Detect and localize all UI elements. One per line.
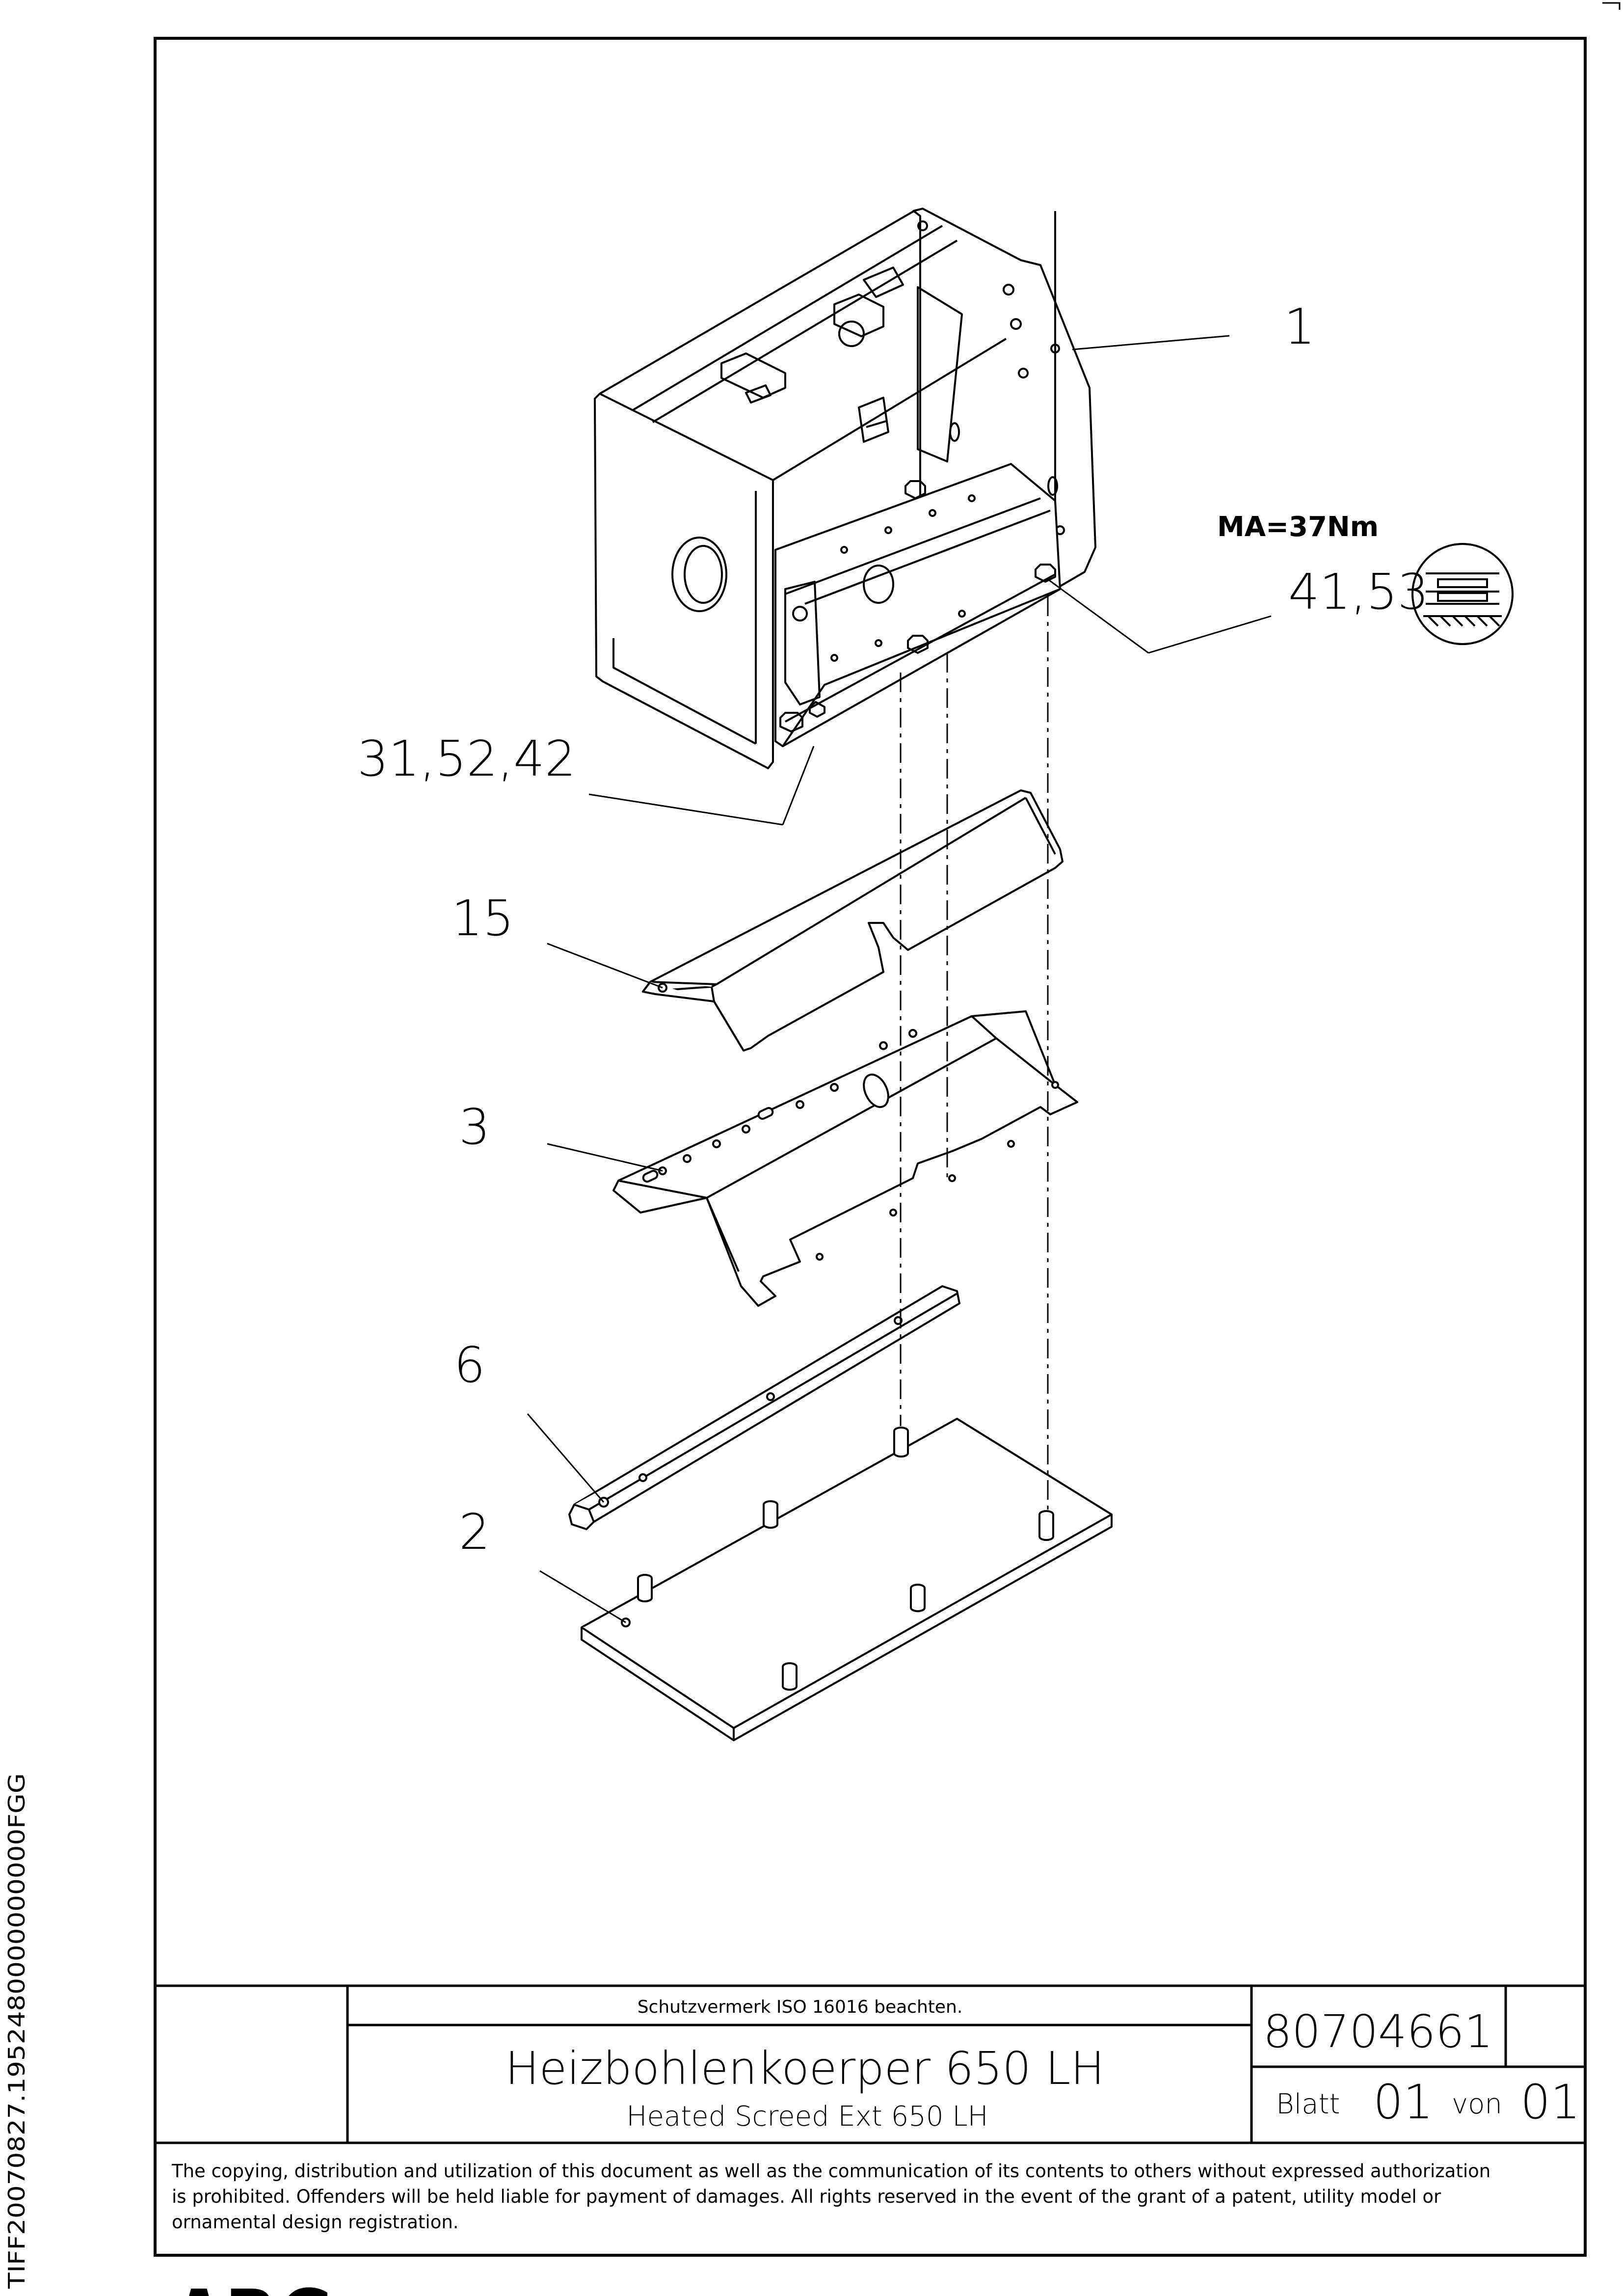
torque-washer-symbol bbox=[1411, 543, 1514, 645]
torque-value: MA=37Nm bbox=[1217, 511, 1379, 543]
protection-note: Schutzvermerk ISO 16016 beachten. bbox=[638, 1997, 963, 2017]
company-logo: ABG bbox=[172, 2269, 333, 2296]
callout-labels: 1 MA=37Nm 41,53 31,52,42 15 3 6 2 bbox=[357, 298, 1429, 1561]
title-block-text: ABG Schutzvermerk ISO 16016 beachten. He… bbox=[172, 1997, 1580, 2296]
part-1-frame-housing bbox=[594, 208, 1096, 769]
title-english: Heated Screed Ext 650 LH bbox=[626, 2101, 988, 2133]
copyright-note: The copying, distribution and utilizatio… bbox=[171, 2161, 1490, 2233]
of-label: von bbox=[1452, 2088, 1502, 2120]
callout-15: 15 bbox=[452, 890, 514, 947]
part-6-angle-profile bbox=[568, 1285, 960, 1530]
title-block bbox=[155, 1984, 1585, 2144]
copyright-line-2: is prohibited. Offenders will be held li… bbox=[172, 2186, 1441, 2207]
callout-1: 1 bbox=[1284, 298, 1315, 355]
callout-41-53: 41,53 bbox=[1288, 563, 1429, 621]
part-3-base-plate bbox=[612, 1010, 1078, 1307]
sheet-total: 01 bbox=[1520, 2075, 1580, 2130]
copyright-line-3: ornamental design registration. bbox=[172, 2212, 459, 2233]
drawing-number: 80704661 bbox=[1263, 2005, 1493, 2058]
heating-plate-studs bbox=[637, 1427, 1054, 1691]
callout-3: 3 bbox=[459, 1098, 490, 1156]
sheet-label: Blatt bbox=[1276, 2088, 1340, 2120]
part-2-heating-plate bbox=[581, 1418, 1113, 1741]
corner-mark bbox=[1602, 2, 1621, 10]
sheet-frame bbox=[154, 37, 1587, 2257]
title-german: Heizbohlenkoerper 650 LH bbox=[505, 2042, 1104, 2095]
leader-lines bbox=[527, 335, 1272, 1623]
sheet-number: 01 bbox=[1373, 2075, 1433, 2130]
side-file-id: TIFF20070827.1952480000000000FGG bbox=[3, 1773, 30, 2289]
copyright-line-1: The copying, distribution and utilizatio… bbox=[171, 2161, 1490, 2182]
callout-6: 6 bbox=[454, 1336, 485, 1394]
callout-2: 2 bbox=[459, 1503, 490, 1561]
part-15-cover-hood bbox=[642, 789, 1064, 1052]
callout-31-52-42: 31,52,42 bbox=[357, 730, 576, 787]
assembly-center-lines bbox=[900, 596, 1049, 1514]
